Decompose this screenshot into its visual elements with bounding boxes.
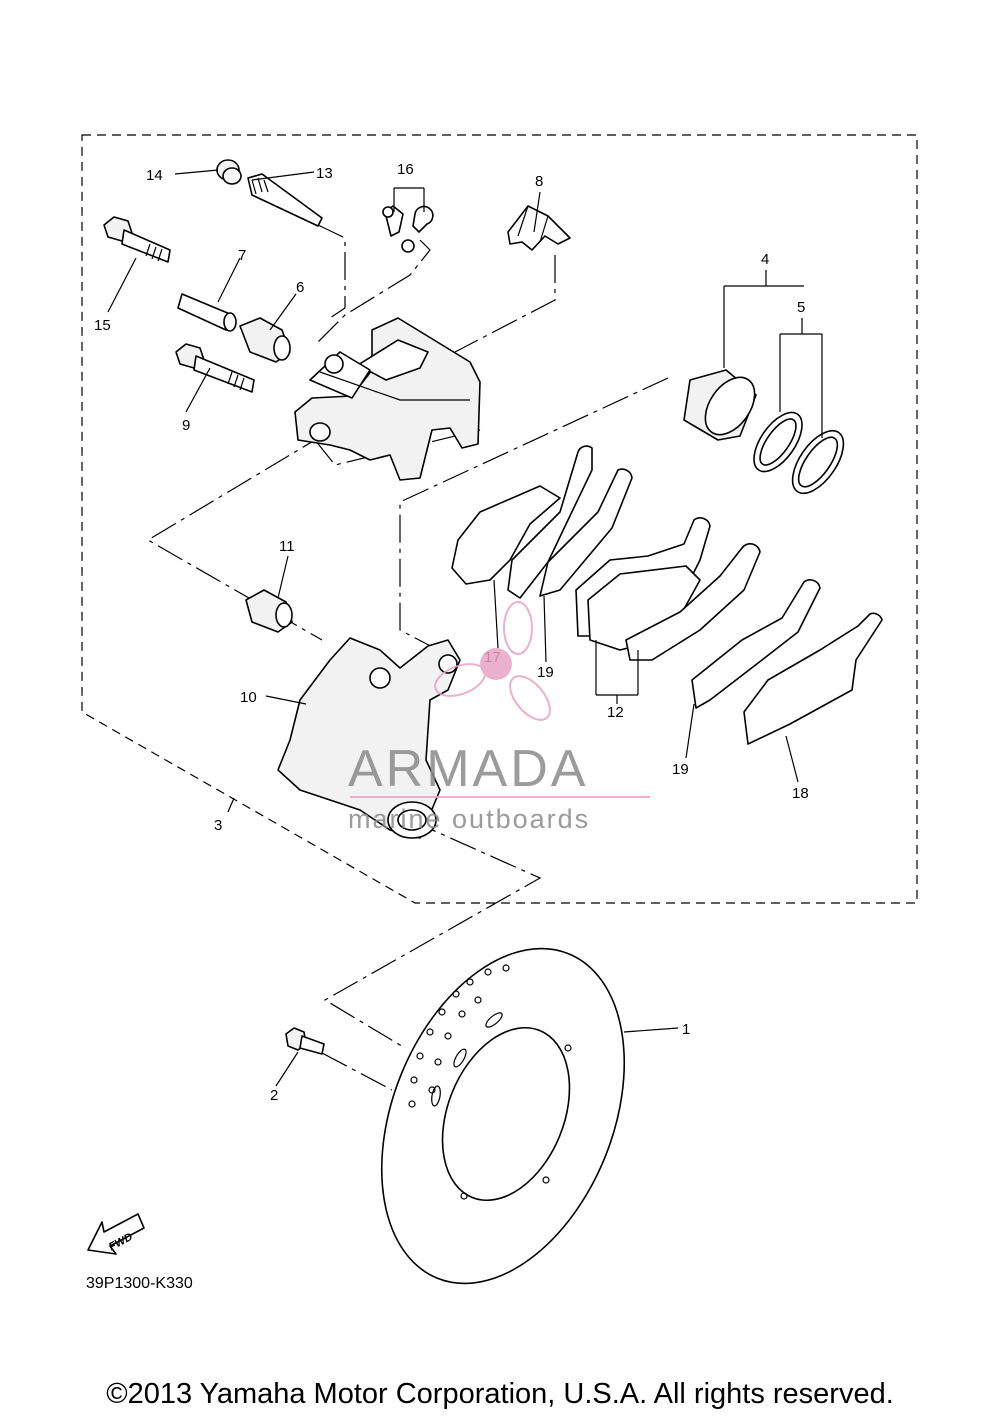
- callout-1: 1: [682, 1021, 690, 1038]
- part-9-bolt: [175, 343, 255, 393]
- callout-18: 18: [792, 785, 809, 802]
- part-13-pin: [247, 173, 323, 227]
- watermark-tagline: marine outboards: [348, 804, 590, 834]
- callout-12: 12: [607, 704, 624, 721]
- fwd-arrow-icon: FWD: [87, 1213, 145, 1255]
- part-11-boot: [245, 589, 293, 633]
- diagram-code: 39P1300-K330: [86, 1275, 193, 1292]
- callout-7: 7: [238, 247, 246, 264]
- part-6-boot: [239, 317, 291, 363]
- part-1-brake-disc: [380, 947, 626, 1285]
- callout-2: 2: [270, 1087, 278, 1104]
- callout-13: 13: [316, 165, 333, 182]
- part-14-cap: [216, 159, 242, 185]
- watermark: ARMADA marine outboards: [348, 601, 650, 834]
- part-8-pad-spring: [507, 205, 571, 251]
- watermark-brand: ARMADA: [348, 740, 588, 798]
- assembly-boundary: [81, 134, 918, 904]
- callout-leaders: [107, 169, 823, 1087]
- callout-5: 5: [797, 299, 805, 316]
- copyright-notice: ©2013 Yamaha Motor Corporation, U.S.A. A…: [106, 1378, 894, 1410]
- callout-19-lower: 19: [672, 761, 689, 778]
- callout-6: 6: [296, 279, 304, 296]
- callout-15: 15: [94, 317, 111, 334]
- part-19-shim-lower: [691, 579, 821, 709]
- callout-16: 16: [397, 161, 414, 178]
- part-18-plate-upper: [451, 485, 561, 585]
- part-16-bleed-screw: [382, 205, 434, 253]
- part-19-shim-upper: [507, 445, 633, 599]
- part-5-seals: [753, 411, 845, 495]
- connection-lines: [146, 224, 669, 1091]
- callout-19-upper: 19: [537, 664, 554, 681]
- part-10-bracket: [277, 637, 461, 839]
- callout-14: 14: [146, 167, 163, 184]
- part-2-bolt: [285, 1027, 325, 1055]
- callout-9: 9: [182, 417, 190, 434]
- callout-8: 8: [535, 173, 543, 190]
- part-12-brake-pads: [575, 517, 761, 661]
- part-3-caliper-body: [294, 317, 481, 481]
- parts-diagram: 1 2 3 4 5 6 7 8 9 10 11 12 13 14 15 16 1…: [81, 134, 918, 1292]
- part-18-plate-lower: [743, 612, 883, 745]
- callout-4: 4: [761, 251, 769, 268]
- part-15-bolt: [103, 216, 171, 263]
- part-7-pin: [177, 293, 237, 332]
- part-4-piston: [683, 369, 757, 441]
- callout-3: 3: [214, 817, 222, 834]
- propeller-logo-icon: [434, 601, 551, 721]
- callout-11: 11: [279, 538, 295, 555]
- callout-10: 10: [240, 689, 257, 706]
